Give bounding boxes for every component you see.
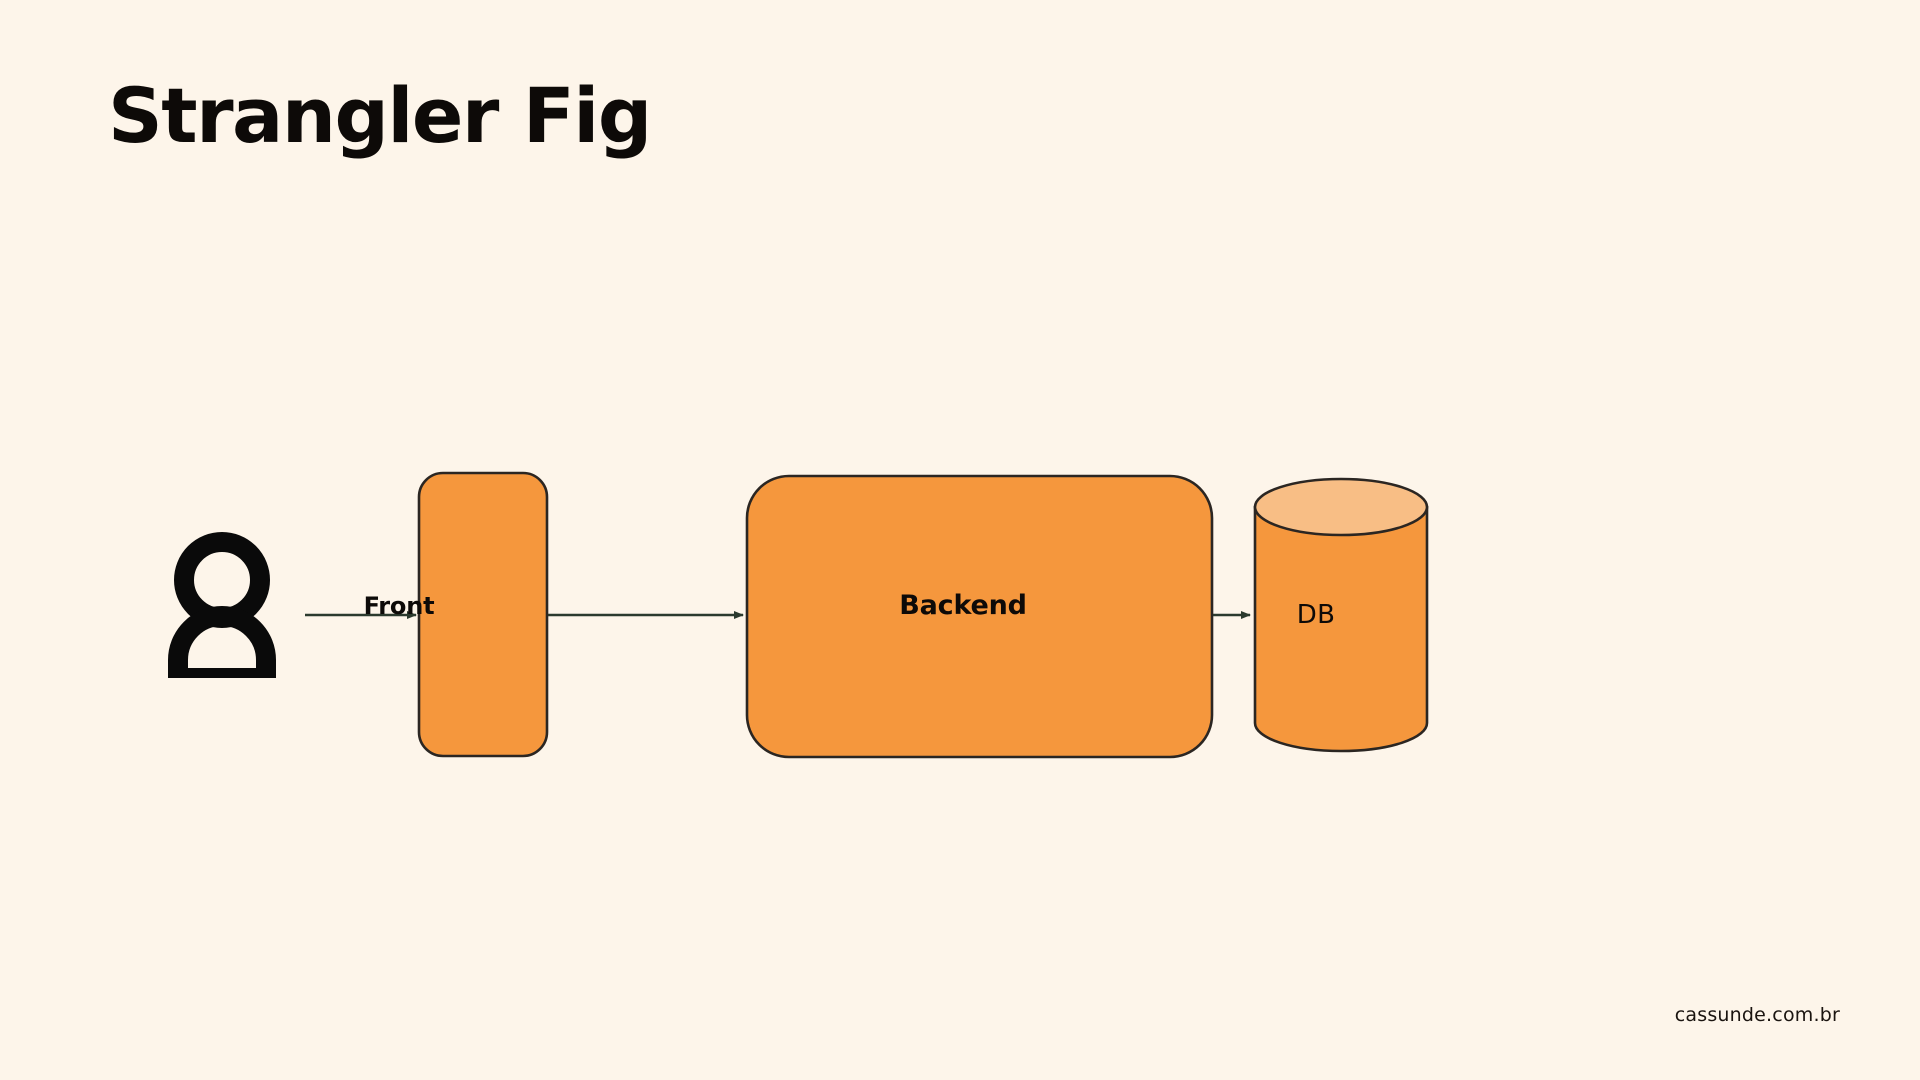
footer-site-credit: cassunde.com.br <box>1674 1004 1840 1026</box>
node-db[interactable] <box>1253 477 1429 753</box>
node-db-label: DB <box>1296 600 1336 630</box>
node-front-label: Front <box>363 592 435 620</box>
person-icon <box>168 532 276 678</box>
node-front[interactable] <box>417 471 549 758</box>
node-backend-label: Backend <box>899 590 1027 621</box>
page-title: Strangler Fig <box>108 71 652 160</box>
node-backend[interactable] <box>745 474 1214 759</box>
